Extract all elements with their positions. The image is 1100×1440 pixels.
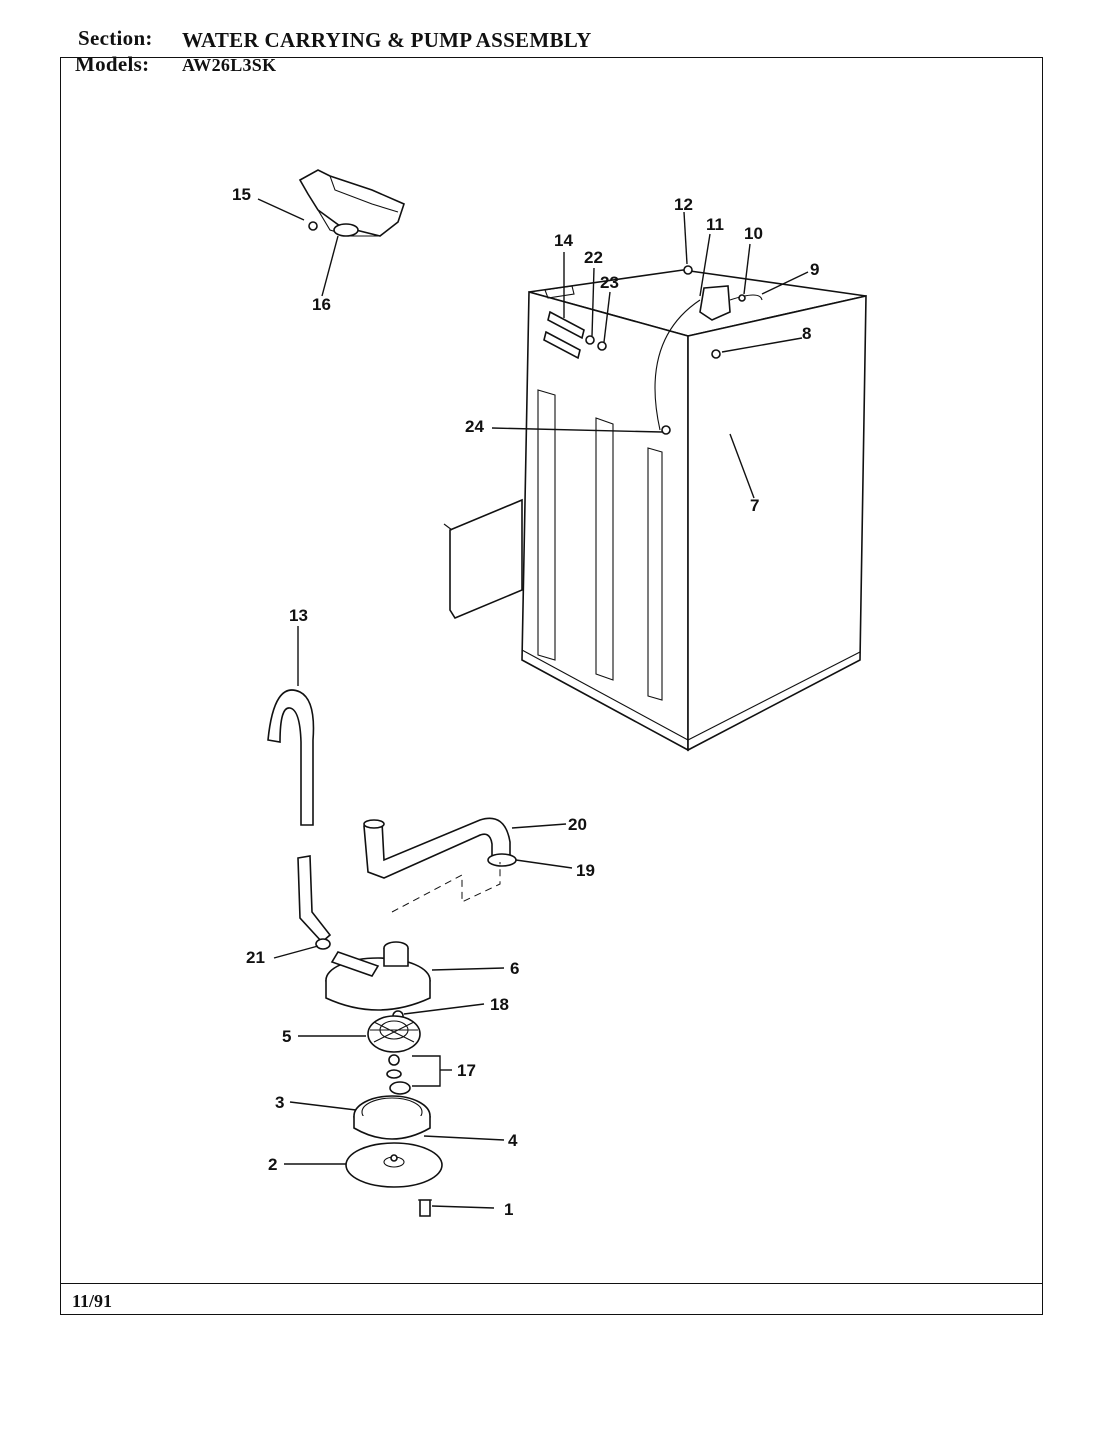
leader-lines [257,198,809,1209]
callout-9: 9 [810,260,819,279]
callout-23: 23 [600,273,619,292]
callout-11: 11 [706,215,724,234]
footer-divider [60,1283,1043,1284]
model-number: AW26L3SK [182,55,277,75]
screw-part-12 [683,265,693,275]
callout-7: 7 [750,496,759,515]
section-title: WATER CARRYING & PUMP ASSEMBLY [182,28,592,52]
bracket-part [298,169,405,237]
mounting-plate-part [345,1142,443,1188]
callout-14: 14 [554,231,573,250]
cabinet-part [443,269,867,752]
callout-21: 21 [246,948,265,967]
callout-6: 6 [510,959,519,978]
inlet-hose-part [543,310,607,360]
screw-part-24 [661,425,671,435]
callout-3: 3 [275,1093,284,1112]
callout-2: 2 [268,1155,277,1174]
callout-4: 4 [508,1131,518,1150]
impeller-part [367,1010,421,1053]
callout-5: 5 [282,1027,291,1046]
callout-10: 10 [744,224,763,243]
drain-hose-part [267,689,332,944]
section-label: Section: [78,26,153,50]
revision-date: 11/91 [72,1291,113,1311]
pump-part [315,938,431,1011]
callout-18: 18 [490,995,509,1014]
callout-12: 12 [674,195,693,214]
callout-13: 13 [289,606,308,625]
pump-hose-part [363,817,511,879]
callout-16: 16 [312,295,331,314]
clip-part-10 [738,294,746,302]
callout-8: 8 [802,324,811,343]
callout-22: 22 [584,248,603,267]
callout-1: 1 [504,1200,513,1219]
callout-24: 24 [465,417,484,436]
clamp-part [487,853,517,867]
screw-part [418,1199,432,1217]
callout-19: 19 [576,861,595,880]
seal-part [386,1054,441,1087]
diagram-frame [60,57,1043,1315]
callout-15: 15 [232,185,251,204]
models-label: Models: [75,52,150,76]
clip-part-8 [711,349,721,359]
callout-17: 17 [457,1061,476,1080]
callout-20: 20 [568,815,587,834]
pump-housing-part [353,1081,431,1140]
